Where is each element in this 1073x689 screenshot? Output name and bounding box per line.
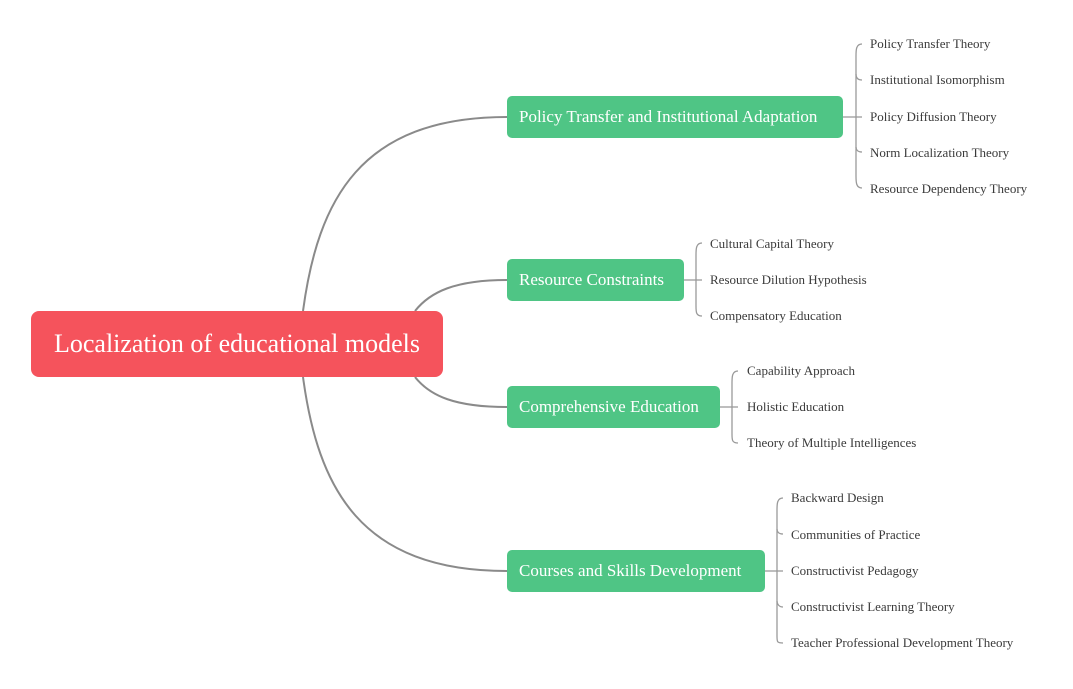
- branch-resource-constraints[interactable]: Resource Constraints: [507, 259, 684, 301]
- leaf-communities-of-practice[interactable]: Communities of Practice: [791, 527, 921, 542]
- branch-comprehensive-education[interactable]: Comprehensive Education: [507, 386, 720, 428]
- leaf-policy-diffusion-theory[interactable]: Policy Diffusion Theory: [870, 109, 997, 124]
- leaf-connectors-branch-2: [683, 242, 703, 317]
- leaf-institutional-isomorphism[interactable]: Institutional Isomorphism: [870, 72, 1005, 87]
- leaf-capability-approach[interactable]: Capability Approach: [747, 363, 855, 378]
- leaf-multiple-intelligences[interactable]: Theory of Multiple Intelligences: [747, 435, 917, 450]
- root-topic[interactable]: Localization of educational models: [31, 311, 443, 377]
- leaf-connectors-branch-4: [764, 497, 784, 644]
- leaf-resource-dependency-theory[interactable]: Resource Dependency Theory: [870, 181, 1028, 196]
- leaf-cultural-capital-theory[interactable]: Cultural Capital Theory: [710, 236, 834, 251]
- leaf-connectors-branch-1: [842, 43, 863, 189]
- leaf-backward-design[interactable]: Backward Design: [791, 490, 884, 505]
- leaf-resource-dilution-hypothesis[interactable]: Resource Dilution Hypothesis: [710, 272, 867, 287]
- leaf-constructivist-pedagogy[interactable]: Constructivist Pedagogy: [791, 563, 919, 578]
- connector-root-to-branch-3: [414, 376, 508, 408]
- connector-root-to-branch-1: [302, 116, 508, 312]
- leaf-holistic-education[interactable]: Holistic Education: [747, 399, 845, 414]
- leaf-constructivist-learning-theory[interactable]: Constructivist Learning Theory: [791, 599, 955, 614]
- leaf-policy-transfer-theory[interactable]: Policy Transfer Theory: [870, 36, 991, 51]
- leaf-compensatory-education[interactable]: Compensatory Education: [710, 308, 842, 323]
- branch-policy-transfer[interactable]: Policy Transfer and Institutional Adapta…: [507, 96, 843, 138]
- leaf-connectors-branch-3: [719, 370, 739, 444]
- leaf-norm-localization-theory[interactable]: Norm Localization Theory: [870, 145, 1010, 160]
- leaf-teacher-professional-development[interactable]: Teacher Professional Development Theory: [791, 635, 1014, 650]
- branch-courses-skills[interactable]: Courses and Skills Development: [507, 550, 765, 592]
- connector-root-to-branch-4: [302, 376, 508, 572]
- connector-root-to-branch-2: [414, 279, 508, 312]
